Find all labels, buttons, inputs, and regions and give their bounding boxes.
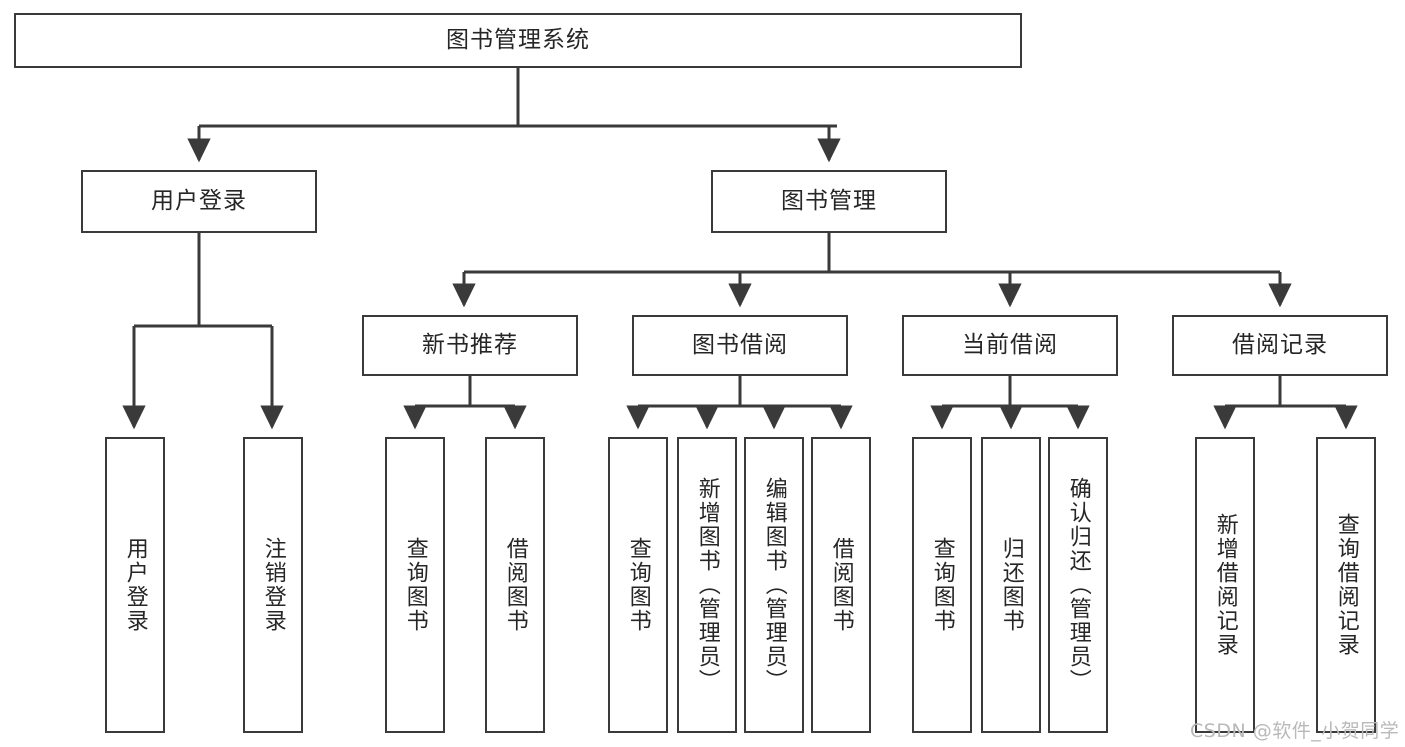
- node-leaf-borrow-book-recommend[interactable]: 借阅图书: [485, 437, 545, 733]
- node-leaf-logout-login[interactable]: 注销登录: [243, 437, 303, 733]
- node-leaf-add-borrow-record[interactable]: 新增借阅记录: [1195, 437, 1255, 733]
- node-leaf-query-book-current-label: 查询图书: [929, 537, 955, 633]
- node-leaf-add-book-admin-label: 新增图书（管理员）: [694, 477, 720, 693]
- node-leaf-user-login[interactable]: 用户登录: [105, 437, 165, 733]
- node-leaf-add-book-admin[interactable]: 新增图书（管理员）: [677, 437, 737, 733]
- node-leaf-confirm-return-admin[interactable]: 确认归还（管理员）: [1048, 437, 1108, 733]
- node-leaf-query-borrow-record[interactable]: 查询借阅记录: [1316, 437, 1376, 733]
- node-leaf-confirm-return-admin-label: 确认归还（管理员）: [1065, 477, 1091, 693]
- node-leaf-borrow-book-recommend-label: 借阅图书: [502, 537, 528, 633]
- node-leaf-query-book-current[interactable]: 查询图书: [912, 437, 972, 733]
- node-leaf-logout-login-label: 注销登录: [260, 537, 286, 633]
- node-leaf-borrow-book[interactable]: 借阅图书: [811, 437, 871, 733]
- node-user-login[interactable]: 用户登录: [81, 170, 317, 233]
- node-new-book-recommend[interactable]: 新书推荐: [362, 315, 578, 376]
- node-leaf-edit-book-admin[interactable]: 编辑图书（管理员）: [744, 437, 804, 733]
- node-leaf-add-borrow-record-label: 新增借阅记录: [1212, 513, 1238, 657]
- node-book-borrow[interactable]: 图书借阅: [632, 315, 848, 376]
- node-current-borrow-label: 当前借阅: [962, 331, 1058, 358]
- node-user-login-label: 用户登录: [151, 187, 247, 214]
- node-root[interactable]: 图书管理系统: [14, 13, 1022, 68]
- node-leaf-query-book-recommend[interactable]: 查询图书: [385, 437, 445, 733]
- node-book-borrow-label: 图书借阅: [692, 331, 788, 358]
- node-leaf-query-borrow-record-label: 查询借阅记录: [1333, 513, 1359, 657]
- node-current-borrow[interactable]: 当前借阅: [902, 315, 1118, 376]
- node-leaf-edit-book-admin-label: 编辑图书（管理员）: [761, 477, 787, 693]
- node-borrow-record-label: 借阅记录: [1232, 331, 1328, 358]
- node-new-book-recommend-label: 新书推荐: [422, 331, 518, 358]
- node-leaf-return-book-label: 归还图书: [998, 537, 1024, 633]
- node-book-management-label: 图书管理: [781, 187, 877, 214]
- node-leaf-query-book-borrow-label: 查询图书: [625, 537, 651, 633]
- node-borrow-record[interactable]: 借阅记录: [1172, 315, 1388, 376]
- node-leaf-query-book-recommend-label: 查询图书: [402, 537, 428, 633]
- csdn-watermark: CSDN @软件_小贺同学: [1190, 720, 1400, 742]
- node-leaf-user-login-label: 用户登录: [122, 537, 148, 633]
- node-book-management[interactable]: 图书管理: [711, 170, 947, 233]
- node-root-label: 图书管理系统: [446, 26, 590, 53]
- node-leaf-borrow-book-label: 借阅图书: [828, 537, 854, 633]
- node-leaf-return-book[interactable]: 归还图书: [981, 437, 1041, 733]
- node-leaf-query-book-borrow[interactable]: 查询图书: [608, 437, 668, 733]
